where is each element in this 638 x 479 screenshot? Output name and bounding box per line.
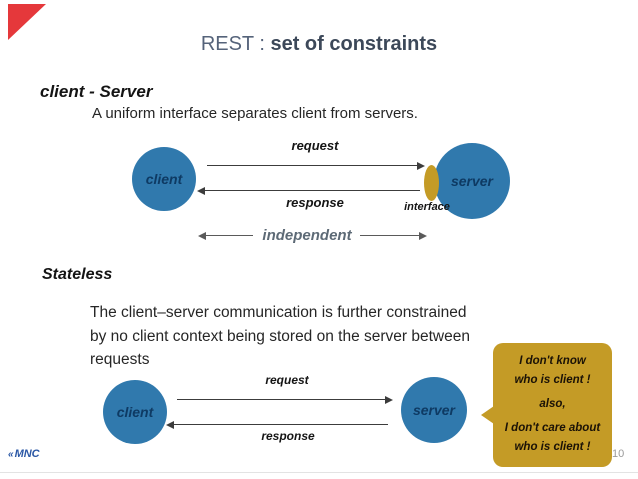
logo-swoosh-icon: « [8, 449, 14, 460]
client-server-body: A uniform interface separates client fro… [92, 105, 418, 122]
page-title-prefix: REST : [200, 33, 265, 55]
bottom-divider [0, 472, 638, 473]
speech-bubble-line: I don't care about [504, 422, 601, 434]
diagram1-response-arrowhead-icon [197, 187, 205, 195]
speech-bubble-line: I don't know [519, 355, 586, 367]
page-number: 10 [612, 448, 625, 460]
stateless-body-line: The client–server communication is furth… [90, 304, 467, 321]
diagram2-server-node: server [401, 377, 467, 443]
speech-bubble-tail-icon [481, 406, 494, 424]
diagram2-request-arrowhead-icon [385, 396, 393, 404]
independent-left-arrowhead-icon [198, 232, 206, 240]
diagram1-interface-label: interface [404, 201, 450, 213]
diagram2-response-label: response [261, 429, 315, 443]
diagram2-request-label: request [265, 373, 309, 387]
logo-text: MNC [14, 448, 40, 460]
diagram1-request-label: request [291, 138, 339, 153]
speech-bubble-line: who is client ! [514, 374, 591, 386]
speech-bubble-line: also, [539, 398, 566, 410]
stateless-body-line: by no client context being stored on the… [90, 327, 470, 345]
diagram1-server-node: server [434, 143, 510, 219]
client-server-heading: client - Server [40, 82, 153, 101]
diagram2-response-arrowhead-icon [166, 421, 174, 429]
stateless-body-line: requests [90, 351, 150, 368]
diagram1-request-arrowhead-icon [417, 162, 425, 170]
diagram1-server-label: server [450, 173, 494, 189]
diagram1-response-arrow-line [204, 190, 420, 191]
diagram2-client-label: client [116, 404, 154, 420]
corner-triangle-icon [8, 4, 46, 40]
stateless-body: The client–server communication is furth… [90, 301, 470, 372]
page-title: REST : set of constraints [0, 33, 638, 56]
speech-bubble-line: who is client ! [514, 441, 591, 453]
page-title-emphasis: set of constraints [270, 33, 438, 55]
diagram2-response-arrow-line [173, 424, 388, 425]
independent-right-arrowhead-icon [419, 232, 427, 240]
diagram2-client-node: client [103, 380, 167, 444]
diagram1-client-label: client [145, 171, 183, 187]
logo: «MNC [8, 448, 40, 460]
diagram2-request-arrow-line [177, 399, 387, 400]
independent-right-line [360, 235, 420, 236]
diagram1-response-label: response [286, 195, 344, 210]
diagram2-server-label: server [412, 402, 456, 418]
diagram1-client-node: client [132, 147, 196, 211]
stateless-heading: Stateless [42, 266, 113, 283]
speech-bubble: I don't know who is client ! also, I don… [493, 343, 612, 467]
independent-left-line [205, 235, 253, 236]
independent-label: independent [262, 227, 352, 244]
diagram1-request-arrow-line [207, 165, 419, 166]
diagram1-interface-ellipse [424, 165, 439, 201]
